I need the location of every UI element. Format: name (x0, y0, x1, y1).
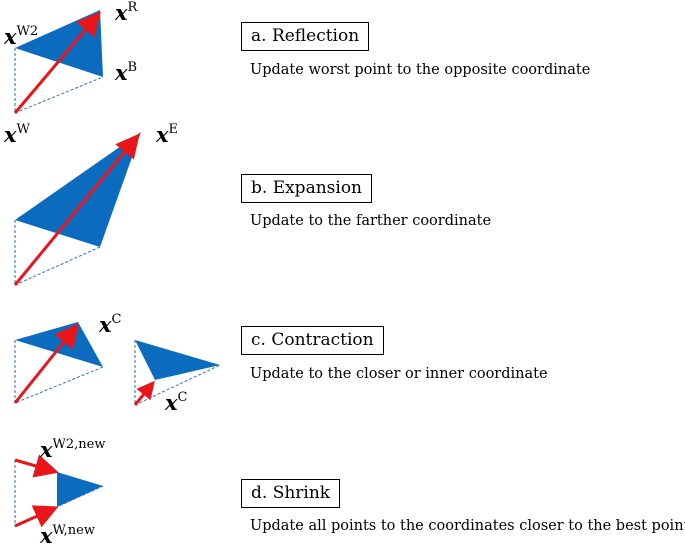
reflection-diagram: xW2 xR xB xW (3, 0, 139, 147)
step-label-contraction: c. Contraction (241, 326, 384, 355)
shrink-arrow-w (14, 505, 59, 528)
contraction-outer-diagram: xC (13, 312, 122, 404)
label-x-c-inner: xC (164, 390, 188, 415)
contraction-arrow-outer (13, 323, 79, 404)
contracted-simplex-outer (15, 322, 103, 367)
reflected-simplex (15, 10, 103, 77)
reflection-arrow (13, 11, 101, 114)
expansion-arrow (13, 133, 140, 286)
step-description-expansion: Update to the farther coordinate (250, 213, 492, 229)
step-label-expansion: b. Expansion (241, 174, 372, 203)
expanded-simplex (15, 132, 141, 247)
label-x-w: xW (3, 122, 31, 147)
step-label-shrink: d. Shrink (241, 479, 341, 508)
step-description-contraction: Update to the closer or inner coordinate (250, 366, 548, 382)
step-description-reflection: Update worst point to the opposite coord… (250, 62, 591, 78)
label-x-r: xR (114, 0, 139, 25)
step-label-reflection: a. Reflection (241, 22, 370, 51)
label-x-w2: xW2 (3, 24, 38, 49)
label-x-b: xB (114, 60, 137, 85)
step-description-shrink: Update all points to the coordinates clo… (250, 518, 685, 534)
contraction-inner-diagram: xC (133, 340, 221, 415)
expansion-diagram: xE (13, 122, 178, 286)
label-x-e: xE (155, 122, 178, 147)
shrink-arrow-w2 (14, 454, 59, 478)
label-x-c-outer: xC (98, 312, 122, 337)
shrink-diagram: xW2,new xW,new (14, 437, 106, 545)
shrunk-simplex (57, 472, 103, 507)
contraction-arrow-inner (133, 380, 155, 406)
label-x-w-new: xW,new (39, 523, 95, 545)
contracted-simplex-inner (135, 340, 220, 380)
label-x-w2-new: xW2,new (39, 437, 106, 462)
